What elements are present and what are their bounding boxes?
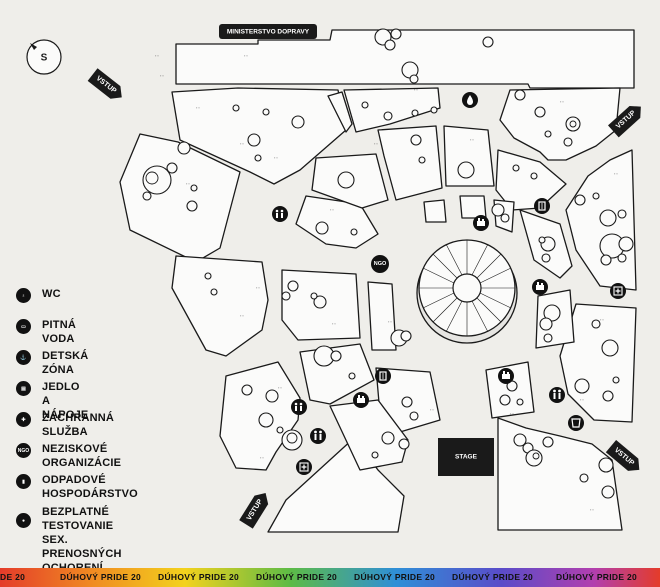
legend-item-food: ▤ JEDLO A NÁPOJE — [16, 380, 88, 422]
svg-text:STAGE: STAGE — [455, 454, 478, 461]
svg-text:" ": " " — [330, 209, 334, 213]
ribbon-text: DE 20 — [0, 572, 26, 582]
waste-management-icon: ▮ — [16, 474, 31, 489]
food-drink-icon[interactable] — [532, 279, 548, 295]
ring-mid-5 — [329, 399, 409, 471]
svg-text:" ": " " — [196, 107, 200, 111]
testing-icon[interactable] — [462, 92, 478, 108]
legend-item-ngo: NGO NEZISKOVÉ ORGANIZÁCIE — [16, 442, 121, 470]
legend-item-waste: ▮ ODPADOVÉ HOSPODÁRSTVO — [16, 473, 138, 501]
entrance-northwest[interactable]: VSTUP — [87, 68, 127, 103]
svg-text:" ": " " — [244, 55, 248, 59]
wc-icon[interactable] — [310, 428, 326, 444]
rescue-service-icon[interactable] — [296, 459, 312, 475]
stage-circle — [416, 239, 518, 344]
svg-text:" ": " " — [240, 315, 244, 319]
svg-text:" ": " " — [510, 413, 514, 417]
food-drink-icon[interactable] — [353, 392, 369, 408]
ngo-icon: NGO — [16, 443, 31, 458]
rescue-service-icon[interactable] — [610, 283, 626, 299]
legend-label: WC — [42, 288, 61, 300]
block-west-2 — [171, 255, 269, 357]
svg-text:" ": " " — [160, 75, 164, 79]
svg-text:" ": " " — [388, 321, 392, 325]
ministry-label: MINISTERSTVO DOPRAVY — [219, 24, 317, 39]
kids-zone-icon[interactable] — [291, 399, 307, 415]
ring-inner-3 — [377, 125, 443, 201]
pride-ribbon: DE 20 DÚHOVÝ PRIDE 20 DÚHOVÝ PRIDE 20 DÚ… — [0, 568, 660, 587]
wc-icon: ♁ — [16, 288, 31, 303]
block-north-west-2 — [343, 87, 441, 133]
legend-item-water: ▭ PITNÁ VODA — [16, 318, 76, 346]
ribbon-text: DÚHOVÝ PRIDE 20 — [354, 572, 436, 582]
legend-item-testing: ● BEZPLATNÉ TESTOVANIE SEX. PRENOSNÝCH O… — [16, 505, 122, 575]
legend-item-kids: ⚓ DETSKÁ ZÓNA — [16, 349, 88, 377]
waste-management-icon[interactable] — [375, 368, 391, 384]
ribbon-text: DÚHOVÝ PRIDE 20 — [556, 572, 638, 582]
block-top-long — [175, 29, 635, 89]
svg-text:" ": " " — [600, 319, 604, 323]
food-drink-icon[interactable] — [498, 368, 514, 384]
stage[interactable]: STAGE — [438, 438, 494, 476]
wc-icon[interactable] — [549, 387, 565, 403]
block-north-west-3 — [327, 91, 353, 133]
legend-item-wc: ♁ WC — [16, 287, 61, 303]
legend-label: ODPADOVÉ HOSPODÁRSTVO — [42, 474, 138, 500]
waste-management-icon[interactable] — [534, 198, 550, 214]
legend-label: BEZPLATNÉ TESTOVANIE SEX. PRENOSNÝCH OCH… — [42, 506, 122, 574]
ribbon-text: DÚHOVÝ PRIDE 20 — [452, 572, 534, 582]
svg-text:" ": " " — [374, 143, 378, 147]
svg-text:" ": " " — [186, 183, 190, 187]
svg-text:" ": " " — [470, 139, 474, 143]
legend-label: JEDLO A NÁPOJE — [42, 381, 89, 421]
legend-label: NEZISKOVÉ ORGANIZÁCIE — [42, 443, 122, 469]
svg-text:" ": " " — [430, 409, 434, 413]
food-drink-icon[interactable] — [473, 215, 489, 231]
svg-text:" ": " " — [155, 55, 159, 59]
ngo-icon[interactable]: NGO — [371, 255, 389, 273]
kids-zone-icon[interactable] — [272, 206, 288, 222]
svg-text:" ": " " — [560, 101, 564, 105]
svg-text:" ": " " — [590, 509, 594, 513]
legend-label: ZÁCHRANNÁ SLUŽBA — [42, 412, 115, 438]
legend-label: DETSKÁ ZÓNA — [42, 350, 89, 376]
svg-text:" ": " " — [614, 173, 618, 177]
legend-label: PITNÁ VODA — [42, 319, 76, 345]
ribbon-text: DÚHOVÝ PRIDE 20 — [158, 572, 240, 582]
kids-zone-icon: ⚓ — [16, 350, 31, 365]
compass: S — [26, 39, 62, 75]
ring-mid-2 — [367, 281, 397, 351]
entrance-southwest[interactable]: VSTUP — [239, 489, 272, 529]
ribbon-text: DÚHOVÝ PRIDE 20 — [256, 572, 338, 582]
svg-text:" ": " " — [256, 287, 260, 291]
trees — [142, 28, 634, 499]
svg-text:" ": " " — [278, 387, 282, 391]
svg-text:" ": " " — [414, 89, 418, 93]
ring-small-2 — [459, 195, 487, 219]
svg-text:S: S — [41, 53, 48, 64]
ring-inner-4 — [443, 125, 495, 187]
svg-text:NGO: NGO — [374, 261, 387, 267]
drinking-water-icon: ▭ — [16, 319, 31, 334]
rescue-service-icon: ✚ — [16, 412, 31, 427]
ribbon-text: DÚHOVÝ PRIDE 20 — [60, 572, 142, 582]
drinking-water-icon[interactable] — [568, 415, 584, 431]
legend-item-rescue: ✚ ZÁCHRANNÁ SLUŽBA — [16, 411, 114, 439]
svg-text:" ": " " — [274, 157, 278, 161]
entrance-southeast[interactable]: VSTUP — [605, 439, 645, 476]
ring-small-1 — [423, 199, 447, 223]
block-north-east — [499, 87, 621, 161]
food-drink-icon: ▤ — [16, 381, 31, 396]
testing-icon: ● — [16, 513, 31, 528]
svg-text:" ": " " — [260, 457, 264, 461]
svg-text:MINISTERSTVO DOPRAVY: MINISTERSTVO DOPRAVY — [227, 29, 310, 36]
svg-text:" ": " " — [332, 323, 336, 327]
svg-text:" ": " " — [240, 143, 244, 147]
svg-text:" ": " " — [580, 399, 584, 403]
entrance-northeast[interactable]: VSTUP — [608, 101, 646, 138]
block-marks: " " " " " " " " " " " " " " " " " " " " " " " " "… — [155, 55, 618, 513]
